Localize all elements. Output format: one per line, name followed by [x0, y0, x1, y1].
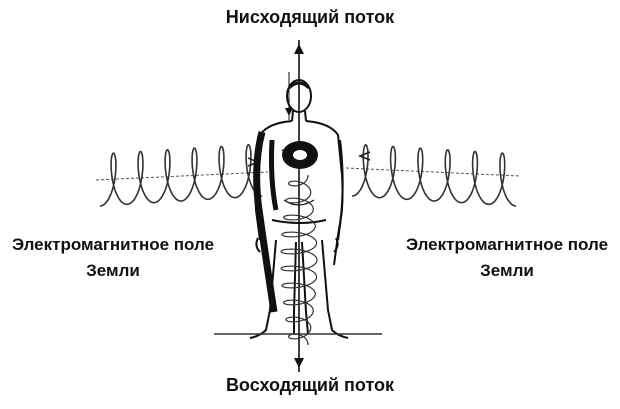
left-field-line2: Земли [86, 261, 140, 281]
right-field-line2: Земли [480, 261, 534, 281]
right-spiral-icon [345, 143, 521, 207]
axis-arrow-icon [285, 40, 304, 372]
downward-flow-label: Нисходящий поток [0, 4, 620, 32]
upward-flow-text: Восходящий поток [225, 375, 395, 395]
downward-flow-text: Нисходящий поток [225, 7, 395, 27]
right-field-label: Электромагнитное поле Земли [396, 232, 618, 285]
upward-flow-label: Восходящий поток [0, 372, 620, 400]
left-field-line1: Электромагнитное поле [11, 235, 215, 254]
right-field-line1: Электромагнитное поле [405, 235, 609, 254]
vertical-spiral-icon [280, 175, 318, 345]
heart-disc-icon [282, 141, 318, 169]
left-spiral-icon [95, 143, 269, 207]
left-field-label: Электромагнитное поле Земли [2, 232, 224, 285]
